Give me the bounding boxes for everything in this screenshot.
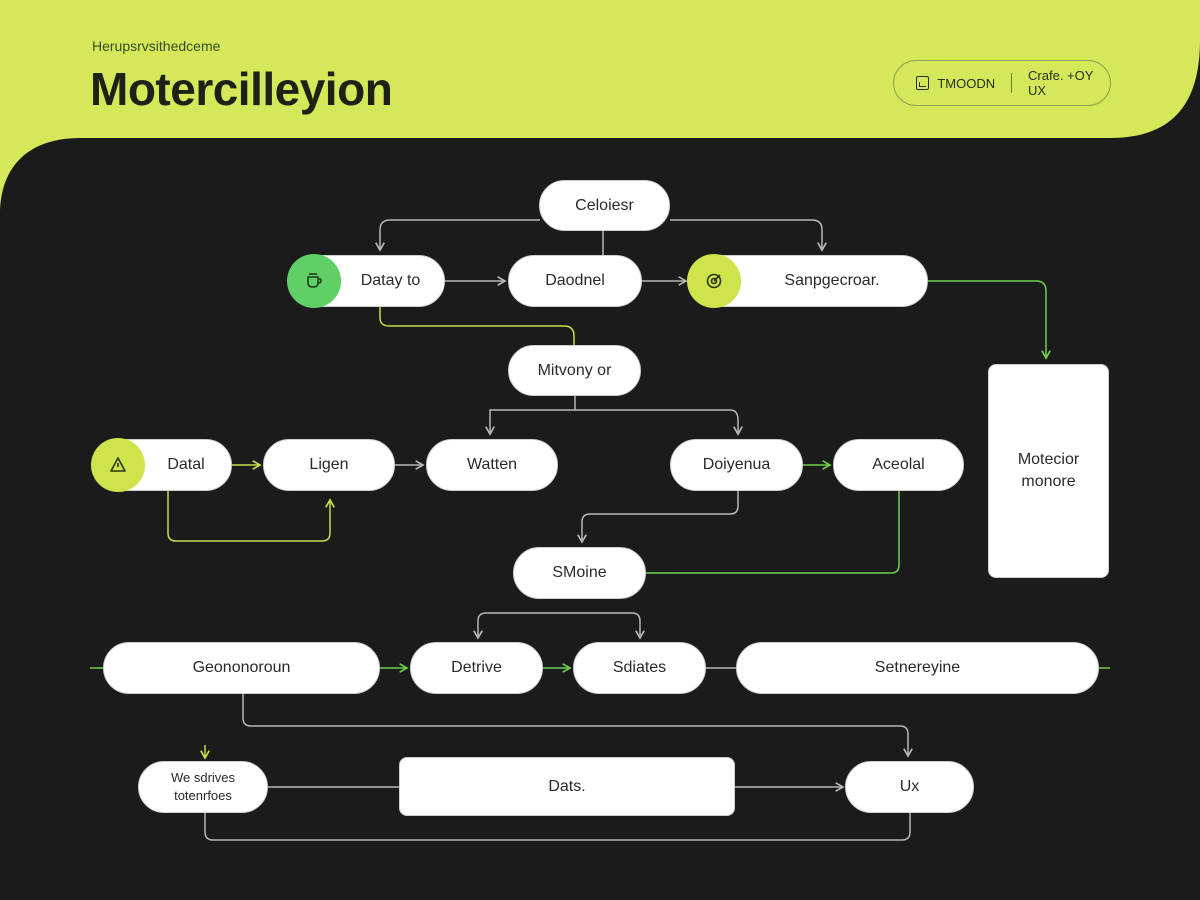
node-label: Sdiates: [612, 659, 667, 677]
node-dats[interactable]: Dats.: [399, 757, 735, 816]
node-label: Datay to: [360, 272, 421, 290]
node-aceolal[interactable]: Aceolal: [833, 439, 964, 491]
node-sdiates[interactable]: Sdiates: [573, 642, 706, 694]
node-label: Motecior monore: [1017, 451, 1080, 490]
edge: [375, 219, 540, 252]
node-label: Aceolal: [872, 456, 925, 474]
target-icon: [687, 254, 741, 308]
node-label: Mitvony or: [537, 361, 612, 379]
node-label: Ligen: [309, 456, 349, 474]
edge: [204, 813, 911, 841]
node-label: We sdrives totenrfoes: [170, 770, 236, 803]
edge: [485, 395, 576, 436]
node-label: Celoiesr: [575, 196, 634, 214]
node-label: Doiyenua: [702, 456, 771, 474]
node-label: Watten: [466, 456, 518, 474]
edge: [577, 491, 739, 544]
edge: [646, 491, 900, 574]
node-datay-to[interactable]: Datay to: [287, 254, 445, 308]
page-title: Motercilleyion: [90, 63, 393, 115]
node-smoine[interactable]: SMoine: [513, 547, 646, 599]
node-geononoroun[interactable]: Geononoroun: [103, 642, 380, 694]
node-setnereyine[interactable]: Setnereyine: [736, 642, 1099, 694]
node-label: Dats.: [548, 777, 586, 795]
node-datal[interactable]: Datal: [91, 438, 232, 492]
warning-icon: [91, 438, 145, 492]
node-doiyenua[interactable]: Doiyenua: [670, 439, 803, 491]
node-ux[interactable]: Ux: [845, 761, 974, 813]
node-detrive[interactable]: Detrive: [410, 642, 543, 694]
cup-icon: [287, 254, 341, 308]
node-label: Datal: [167, 456, 205, 474]
edge: [167, 491, 335, 542]
header-pill[interactable]: TMOODN Crafe. +OY UX: [893, 60, 1111, 106]
node-we-sdrives[interactable]: We sdrives totenrfoes: [138, 761, 268, 813]
edge: [242, 694, 913, 758]
edge: [379, 306, 575, 345]
node-label: Geononoroun: [192, 659, 291, 677]
edge: [670, 219, 827, 252]
node-label: SMoine: [552, 564, 607, 582]
header-pill-left-label: TMOODN: [937, 75, 996, 91]
edge: [928, 280, 1051, 360]
node-label: Setnereyine: [874, 659, 961, 677]
node-daodnel[interactable]: Daodnel: [508, 255, 642, 307]
node-label: Sanpgecroar.: [784, 272, 880, 290]
node-watten[interactable]: Watten: [426, 439, 558, 491]
edge: [473, 612, 560, 640]
header-pill-right-label: Crafe. +OY UX: [1028, 68, 1094, 98]
pill-divider: [1011, 73, 1013, 93]
node-celoiesr[interactable]: Celoiesr: [539, 180, 670, 231]
edge: [575, 409, 743, 436]
node-ligen[interactable]: Ligen: [263, 439, 395, 491]
node-label: Detrive: [451, 659, 502, 677]
node-mitvony-or[interactable]: Mitvony or: [508, 345, 641, 396]
node-sanpgecroar[interactable]: Sanpgecroar.: [687, 254, 928, 308]
edge: [560, 612, 645, 640]
node-label: Ux: [899, 778, 920, 796]
node-label: Daodnel: [545, 272, 605, 290]
image-icon: [916, 76, 930, 90]
page-subtitle: Herupsrvsithedceme: [92, 38, 221, 54]
node-motecior-monore[interactable]: Motecior monore: [988, 364, 1109, 578]
